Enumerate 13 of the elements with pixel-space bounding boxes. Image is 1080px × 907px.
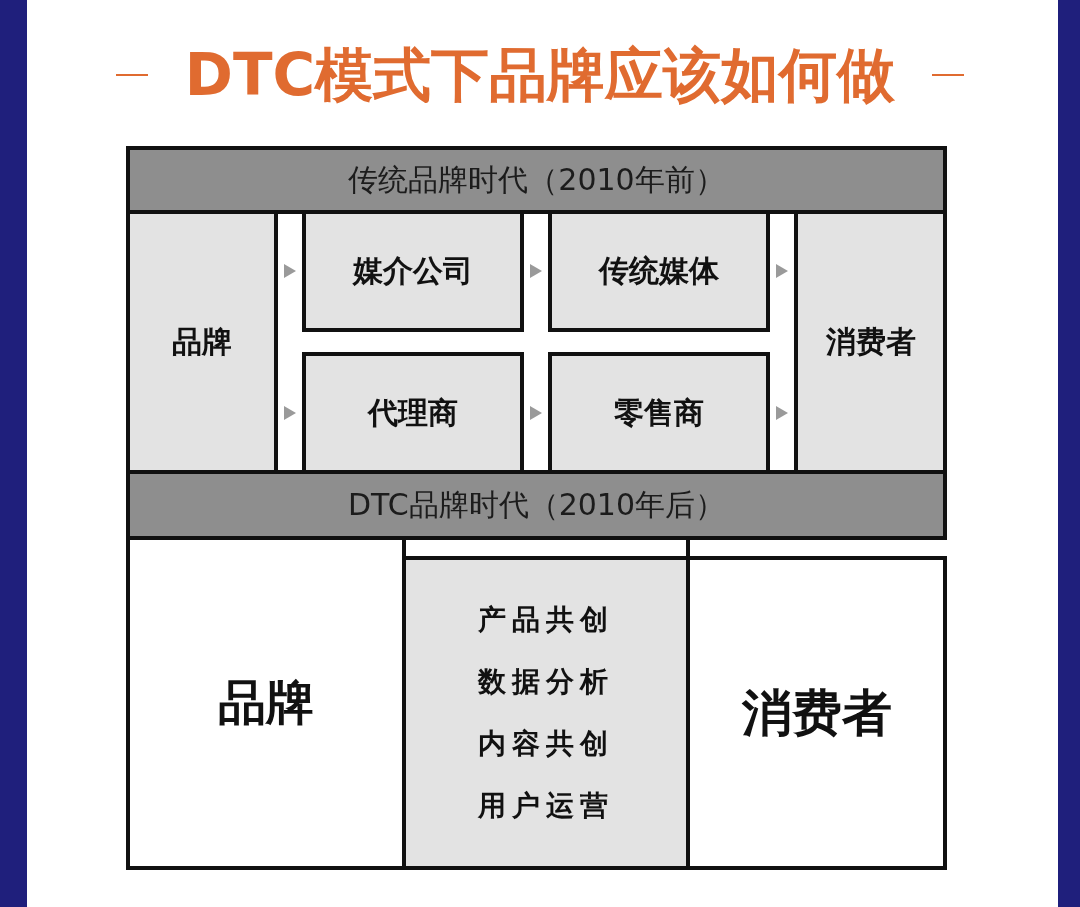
arrow-head <box>284 406 296 420</box>
list-item: 数据分析 <box>478 664 614 700</box>
arrow-head <box>530 264 542 278</box>
list-item: 内容共创 <box>478 726 614 762</box>
arrow-head <box>284 264 296 278</box>
header-band: DTC品牌时代（2010年后） <box>126 470 947 540</box>
list-item: 产品共创 <box>478 602 614 638</box>
arrow-head <box>530 406 542 420</box>
title: DTC模式下品牌应该如何做 <box>184 40 896 110</box>
arrow-head <box>776 264 788 278</box>
list-item: 用户运营 <box>478 788 614 824</box>
arrow-head <box>776 406 788 420</box>
header-band: 传统品牌时代（2010年前） <box>126 146 947 214</box>
